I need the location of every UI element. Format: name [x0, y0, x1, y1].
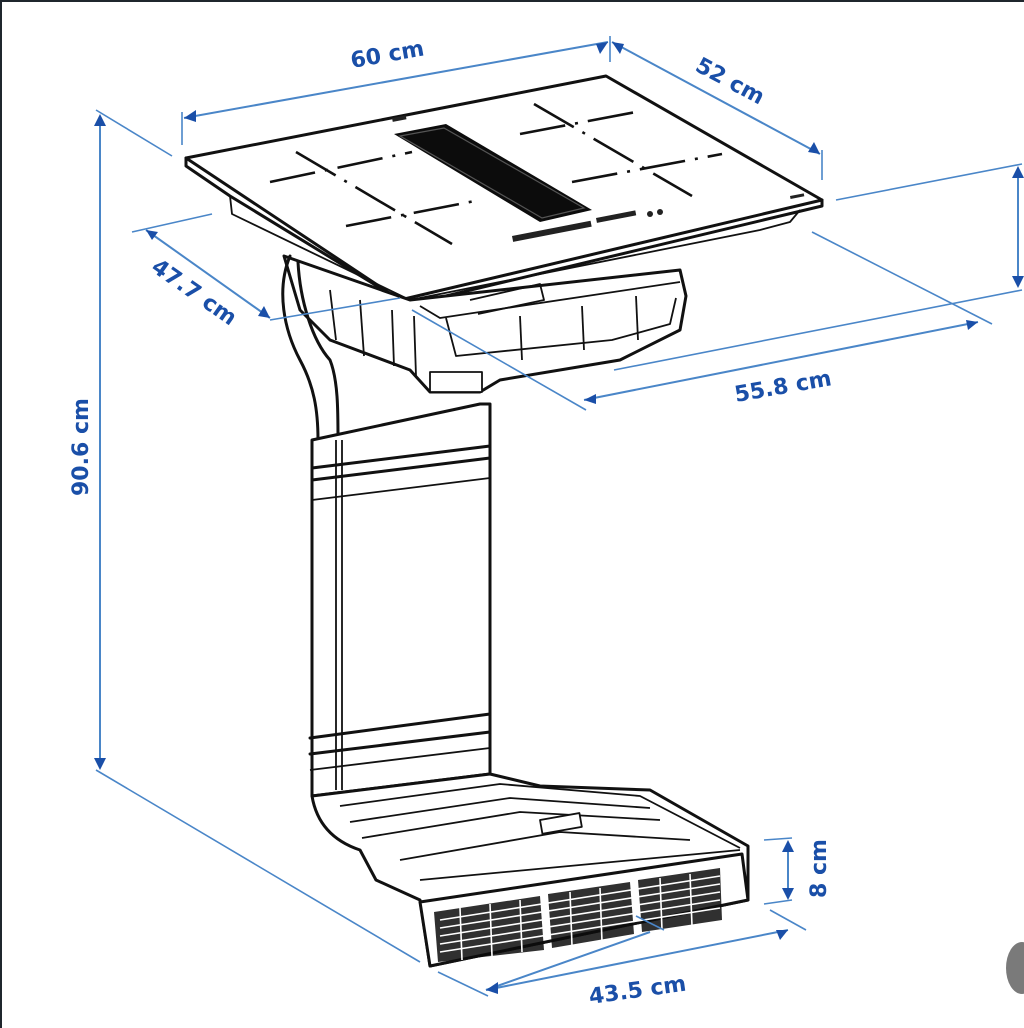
dimension-lines [94, 36, 1024, 997]
extractor-housing [281, 254, 688, 442]
label-plinth-height: 8 cm [807, 839, 832, 898]
label-plinth-width: 43.5 cm [587, 972, 687, 1010]
scroll-indicator-icon[interactable] [1006, 942, 1024, 994]
control-panel [512, 209, 663, 242]
label-cutout-width: 55.8 cm [733, 366, 834, 408]
vertical-duct [308, 402, 492, 798]
label-cooktop-depth: 52 cm [691, 53, 768, 110]
label-cooktop-width: 60 cm [349, 36, 426, 74]
grille [434, 868, 722, 962]
label-total-height: 90.6 cm [69, 398, 94, 496]
label-cutout-depth: 47.7 cm [147, 254, 242, 331]
cooktop [184, 74, 824, 308]
